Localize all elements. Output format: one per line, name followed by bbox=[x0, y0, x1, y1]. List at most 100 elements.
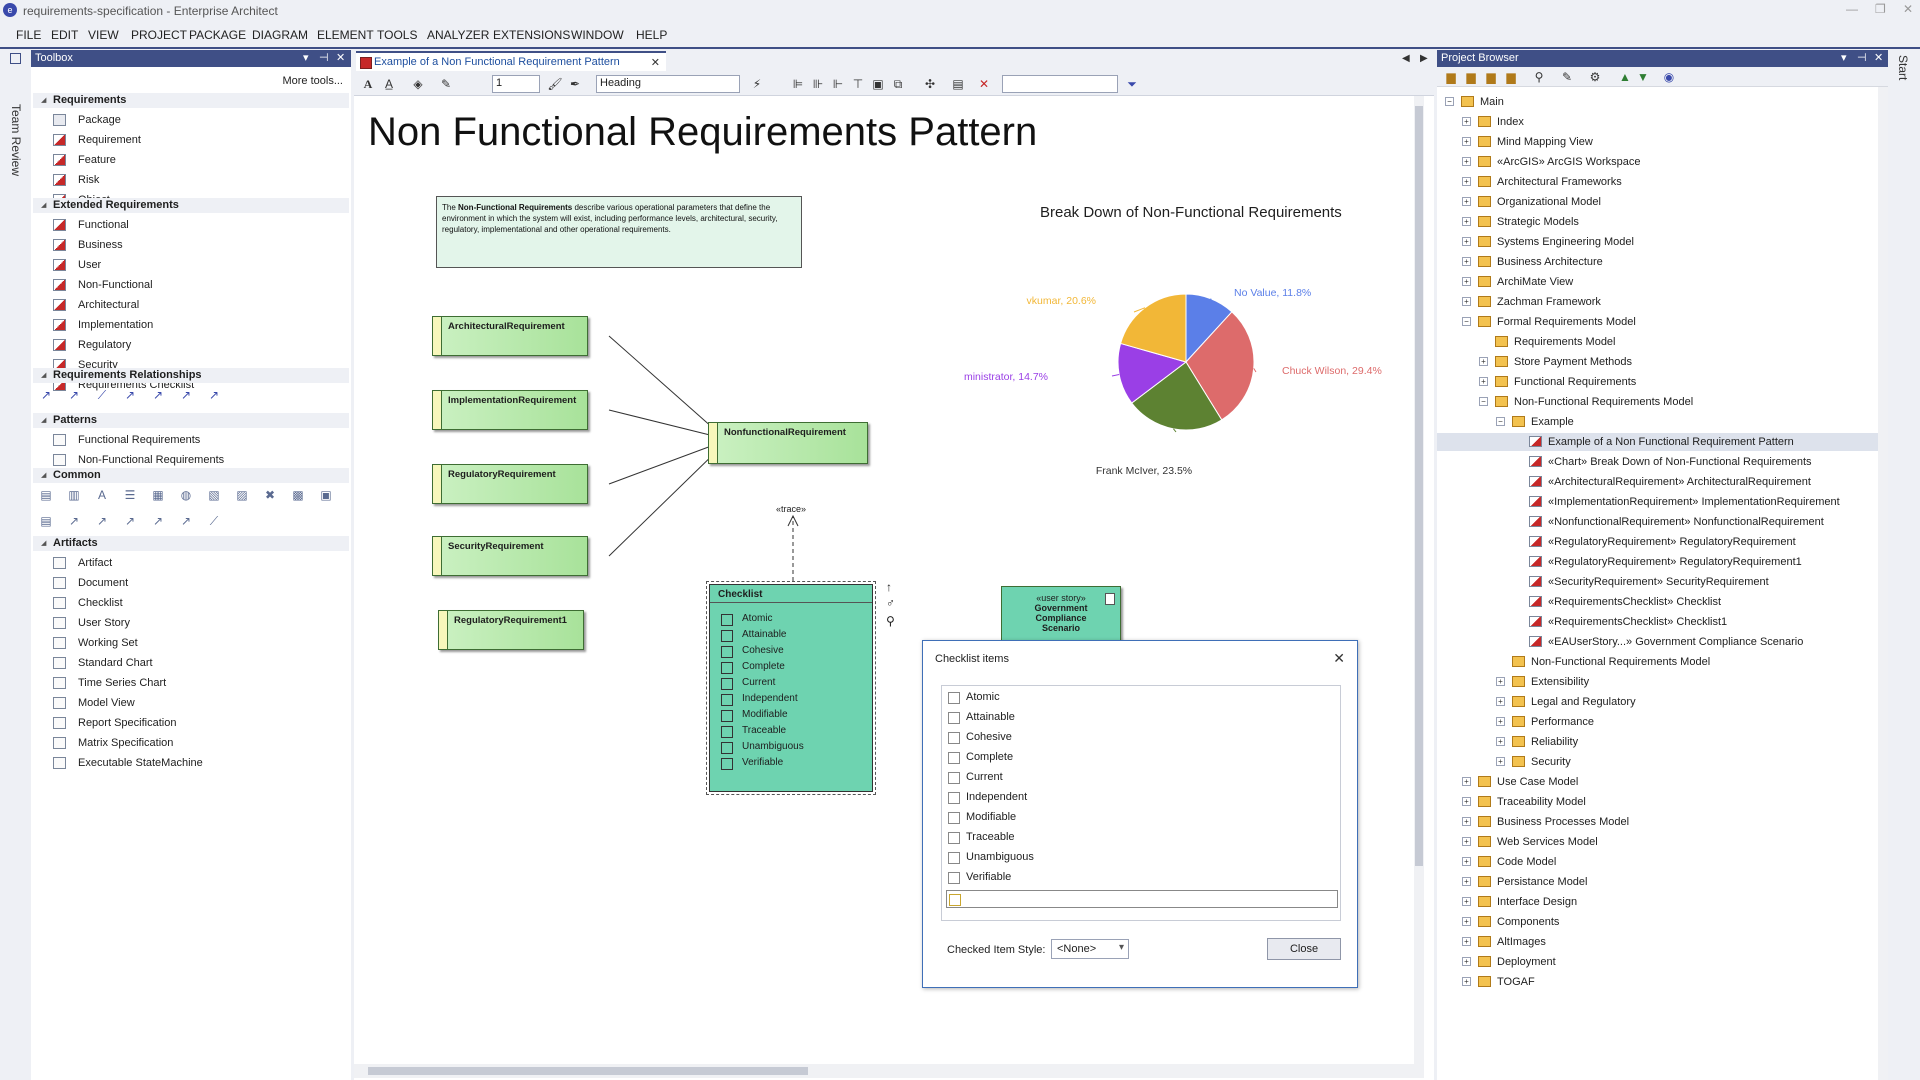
line-color-icon[interactable]: ✎ bbox=[440, 77, 452, 91]
browser-tree-node[interactable]: «RequirementsChecklist» Checklist bbox=[1437, 593, 1878, 611]
toolbox-item[interactable]: Feature bbox=[78, 154, 116, 166]
section-extended-requirements[interactable]: Extended Requirements bbox=[33, 198, 349, 213]
vertical-scrollbar[interactable] bbox=[1414, 96, 1424, 1064]
common-tool-icon[interactable]: ✖ bbox=[264, 488, 276, 502]
browser-tree-node[interactable]: +Index bbox=[1437, 113, 1878, 131]
connector-line[interactable] bbox=[608, 409, 723, 439]
common-tool-icon[interactable]: ☰ bbox=[124, 488, 136, 502]
pie-slice[interactable] bbox=[1117, 342, 1188, 404]
dialog-checklist-item[interactable]: Attainable bbox=[946, 708, 1015, 726]
new-item-input[interactable] bbox=[946, 890, 1338, 908]
dialog-checklist-item[interactable]: Complete bbox=[946, 748, 1013, 766]
expand-icon[interactable]: + bbox=[1462, 957, 1471, 966]
new-package-icon[interactable]: ▆ bbox=[1446, 70, 1456, 84]
expand-icon[interactable]: + bbox=[1462, 277, 1471, 286]
menu-diagram[interactable]: DIAGRAM bbox=[252, 28, 309, 42]
toolbox-item[interactable]: User bbox=[78, 259, 102, 271]
dialog-checklist-item[interactable]: Independent bbox=[946, 788, 1027, 806]
toolbox-item[interactable]: Report Specification bbox=[78, 717, 177, 729]
toolbox-item[interactable]: Business bbox=[78, 239, 123, 251]
common-tool-icon[interactable]: ▤ bbox=[40, 514, 52, 528]
common-tool-icon[interactable]: ◍ bbox=[180, 488, 192, 502]
common-tool-icon[interactable]: ↗ bbox=[96, 514, 108, 528]
element-regulatory-requirement1[interactable]: RegulatoryRequirement1 bbox=[438, 610, 584, 650]
style-select[interactable]: Heading bbox=[596, 75, 740, 93]
browser-tree-node[interactable]: +Business Processes Model bbox=[1437, 813, 1878, 831]
edit-icon[interactable]: ✎ bbox=[1561, 70, 1573, 84]
relationship-tool-icon[interactable]: ↗ bbox=[40, 388, 52, 402]
toolbox-item[interactable]: Time Series Chart bbox=[78, 677, 167, 689]
browser-tree-node[interactable]: +Business Architecture bbox=[1437, 253, 1878, 271]
expand-icon[interactable]: + bbox=[1462, 137, 1471, 146]
group-icon[interactable]: ⧉ bbox=[893, 77, 903, 91]
toolbox-item[interactable]: Model View bbox=[78, 697, 135, 709]
section-requirements-relationships[interactable]: Requirements Relationships bbox=[33, 368, 349, 383]
expand-icon[interactable]: + bbox=[1462, 917, 1471, 926]
new-folder-icon[interactable]: ▆ bbox=[1466, 70, 1476, 84]
quick-link-arrow-icon[interactable]: ↑ bbox=[886, 580, 892, 594]
expand-icon[interactable]: + bbox=[1496, 677, 1505, 686]
expand-icon[interactable]: + bbox=[1479, 357, 1488, 366]
align-center-icon[interactable]: ⊪ bbox=[812, 77, 824, 91]
settings-icon[interactable]: ⚙ bbox=[1589, 70, 1601, 84]
browser-tree-node[interactable]: +Extensibility bbox=[1437, 673, 1878, 691]
toolbox-item[interactable]: Checklist bbox=[78, 597, 123, 609]
toolbox-item[interactable]: Document bbox=[78, 577, 129, 589]
minimize-icon[interactable]: — bbox=[1846, 2, 1858, 16]
relationship-tool-icon[interactable]: ↗ bbox=[68, 388, 80, 402]
line-width-field[interactable]: 1 bbox=[492, 75, 540, 93]
move-up-icon[interactable]: ▲ bbox=[1619, 70, 1631, 84]
browser-tree-node[interactable]: +Mind Mapping View bbox=[1437, 133, 1878, 151]
browser-tree-node[interactable]: «NonfunctionalRequirement» Nonfunctional… bbox=[1437, 513, 1878, 531]
browser-tree-node[interactable]: «ImplementationRequirement» Implementati… bbox=[1437, 493, 1878, 511]
eyedropper-icon[interactable]: ✒ bbox=[569, 77, 581, 91]
connector-line[interactable] bbox=[608, 445, 723, 557]
tab-right-icon[interactable]: ▶ bbox=[1420, 53, 1428, 64]
horizontal-scrollbar-thumb[interactable] bbox=[368, 1067, 808, 1075]
dialog-checklist-item[interactable]: Verifiable bbox=[946, 868, 1011, 886]
dialog-checklist-item[interactable]: Traceable bbox=[946, 828, 1015, 846]
more-tools-link[interactable]: More tools... bbox=[282, 75, 343, 87]
toolbox-item[interactable]: User Story bbox=[78, 617, 130, 629]
browser-tree-node[interactable]: −Formal Requirements Model bbox=[1437, 313, 1878, 331]
filter-icon[interactable]: ⏷ bbox=[1127, 77, 1137, 91]
expand-icon[interactable]: + bbox=[1496, 757, 1505, 766]
dialog-checklist-item[interactable]: Current bbox=[946, 768, 1003, 786]
common-tool-icon[interactable]: ▥ bbox=[68, 488, 80, 502]
expand-icon[interactable]: + bbox=[1496, 737, 1505, 746]
pin-icon[interactable] bbox=[10, 53, 21, 64]
menu-analyzer[interactable]: ANALYZER bbox=[427, 28, 490, 42]
expand-icon[interactable]: + bbox=[1462, 117, 1471, 126]
toolbox-item[interactable]: Implementation bbox=[78, 319, 154, 331]
quick-link-connector-icon[interactable]: ♂ bbox=[886, 596, 895, 610]
browser-tree-node[interactable]: −Non-Functional Requirements Model bbox=[1437, 393, 1878, 411]
element-architectural-requirement[interactable]: ArchitecturalRequirement bbox=[432, 316, 588, 356]
browser-tree-node[interactable]: −Example bbox=[1437, 413, 1878, 431]
user-story-element[interactable]: «user story» Government Compliance Scena… bbox=[1001, 586, 1121, 646]
element-implementation-requirement[interactable]: ImplementationRequirement bbox=[432, 390, 588, 430]
style-options-icon[interactable]: ⚡ bbox=[752, 77, 762, 91]
new-diagram-icon[interactable]: ▆ bbox=[1486, 70, 1496, 84]
checked-style-select[interactable]: <None> bbox=[1051, 939, 1129, 959]
dialog-close-button[interactable]: Close bbox=[1267, 938, 1341, 960]
horizontal-scrollbar[interactable] bbox=[354, 1064, 1424, 1078]
dialog-close-icon[interactable]: ✕ bbox=[1333, 650, 1345, 666]
expand-icon[interactable]: + bbox=[1462, 177, 1471, 186]
collapse-icon[interactable]: − bbox=[1462, 317, 1471, 326]
align-right-icon[interactable]: ⊩ bbox=[832, 77, 844, 91]
dialog-checklist-item[interactable]: Cohesive bbox=[946, 728, 1012, 746]
dropdown-icon[interactable]: ▾ bbox=[1841, 52, 1847, 64]
help-icon[interactable]: ◉ bbox=[1663, 70, 1675, 84]
menu-element[interactable]: ELEMENT bbox=[317, 28, 374, 42]
toolbox-item[interactable]: Risk bbox=[78, 174, 100, 186]
pin-icon[interactable]: ⊣ bbox=[319, 52, 329, 64]
connector-line[interactable] bbox=[608, 335, 723, 437]
relationship-tool-icon[interactable]: ↗ bbox=[152, 388, 164, 402]
menu-help[interactable]: HELP bbox=[636, 28, 668, 42]
element-regulatory-requirement[interactable]: RegulatoryRequirement bbox=[432, 464, 588, 504]
expand-icon[interactable]: + bbox=[1462, 817, 1471, 826]
collapse-icon[interactable]: − bbox=[1445, 97, 1454, 106]
tab-left-icon[interactable]: ◀ bbox=[1402, 53, 1410, 64]
browser-tree-node[interactable]: +Legal and Regulatory bbox=[1437, 693, 1878, 711]
common-tool-icon[interactable]: ▨ bbox=[236, 488, 248, 502]
